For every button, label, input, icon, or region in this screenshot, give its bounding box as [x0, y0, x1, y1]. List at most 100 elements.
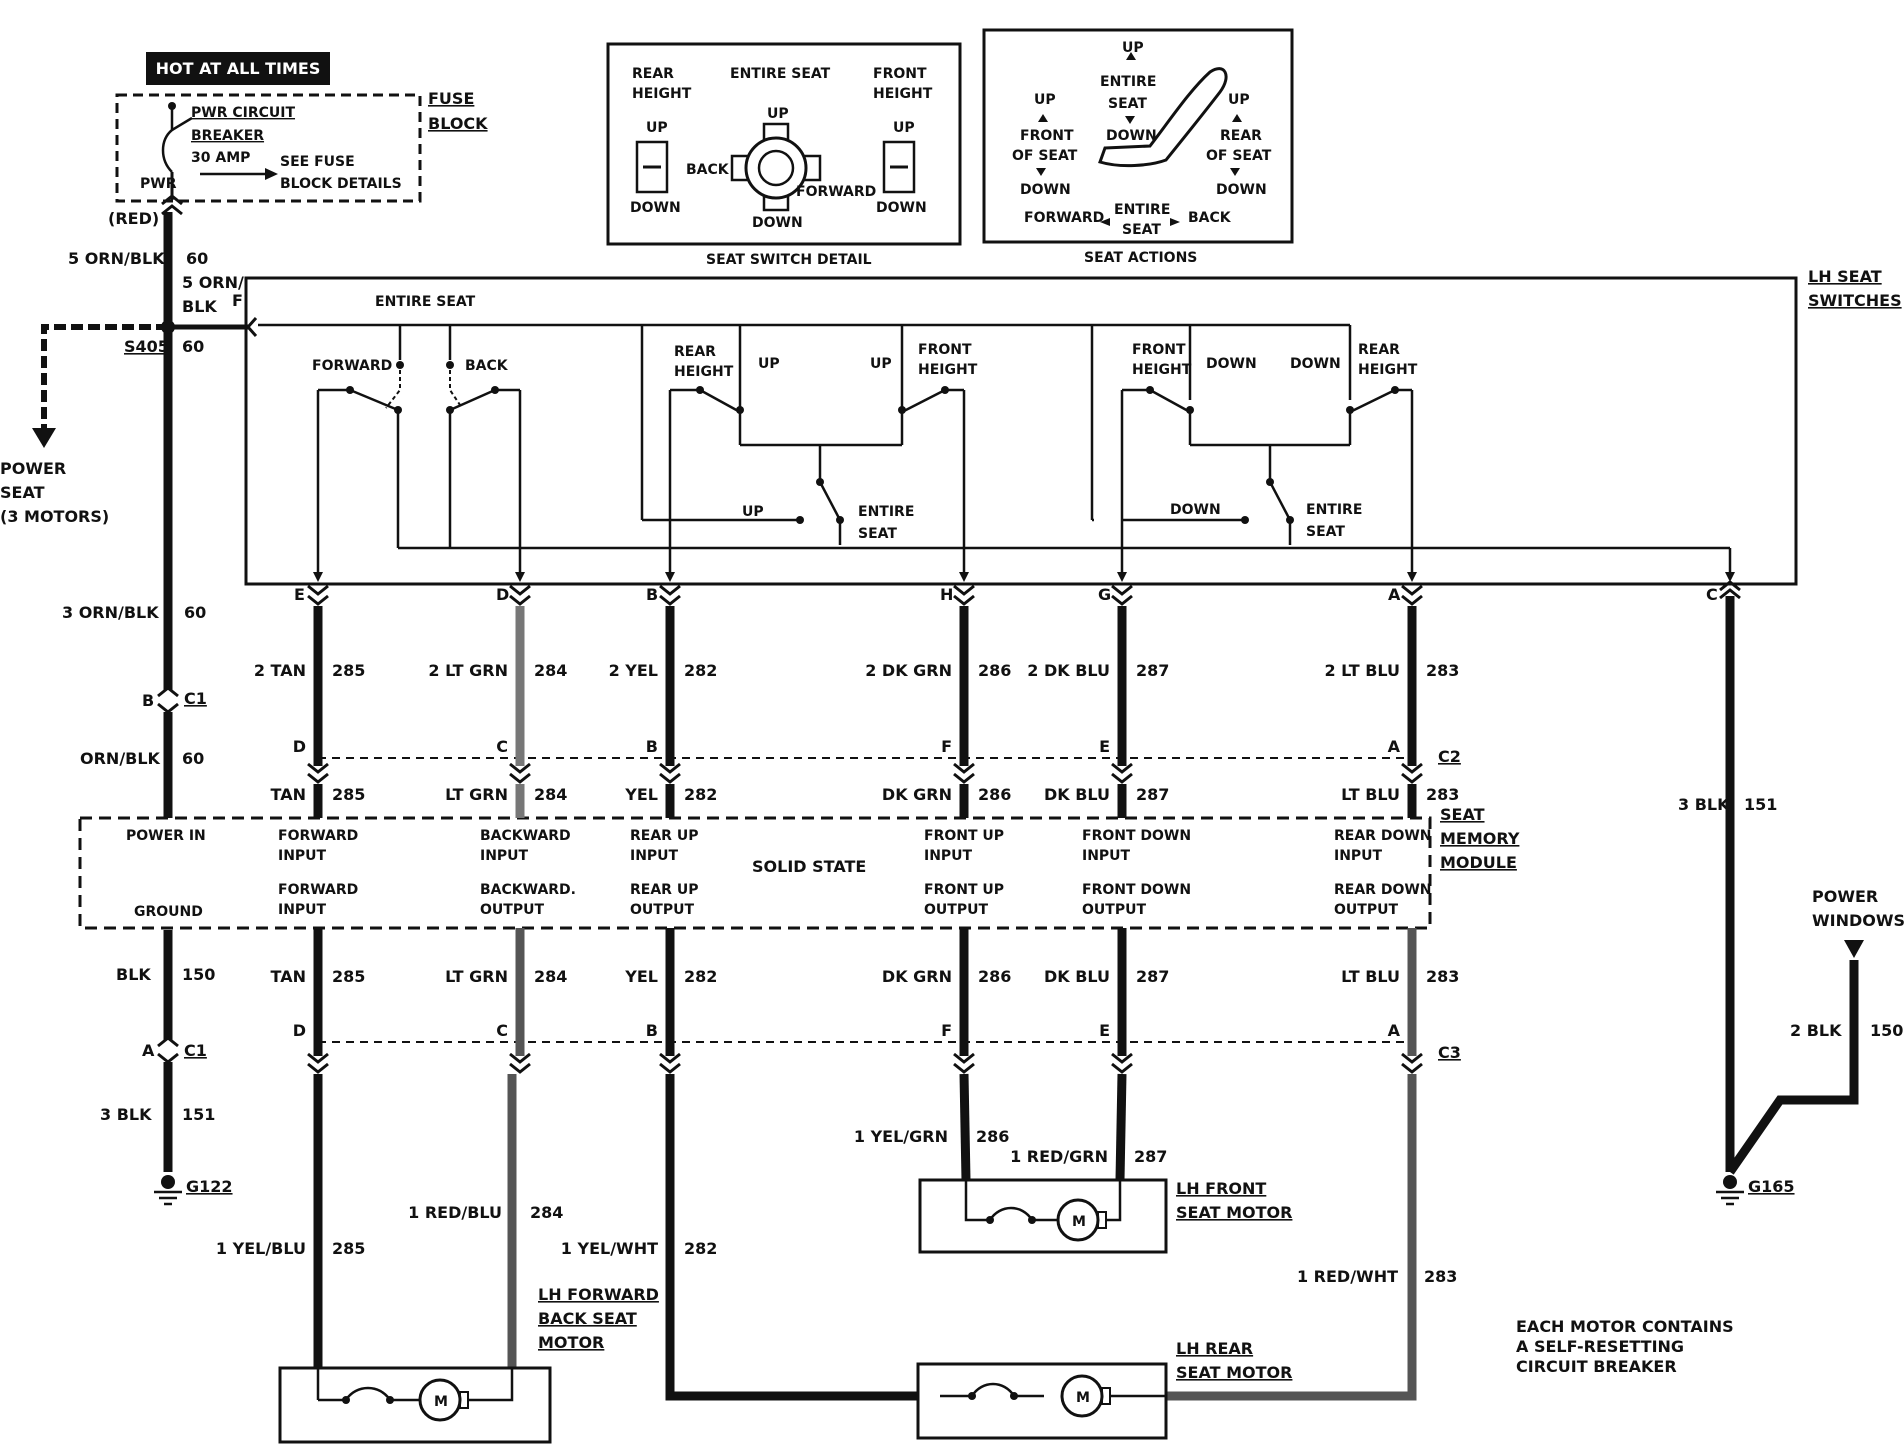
switch-connector-2-top [659, 584, 681, 596]
motor-wire-circuit-2: 282 [684, 1239, 717, 1258]
breaker-amp: 30 AMP [191, 150, 250, 166]
ssd-entire-seat: ENTIRE SEAT [730, 66, 831, 82]
motor-fb-1: LH FORWARD [538, 1285, 659, 1304]
power-windows-arrow [1844, 940, 1864, 958]
switch-connector-0-top [307, 584, 329, 596]
c3-pin-3: F [941, 1021, 952, 1040]
breaker-label-1: PWR CIRCUIT [191, 105, 295, 121]
motor-fb-2: BACK SEAT [538, 1309, 637, 1328]
switch-pin-e: E [294, 585, 305, 604]
c3-connector-3-top [953, 1052, 975, 1064]
module-top-label-5-1: INPUT [1334, 848, 1383, 864]
c2-connector-5-bottom [1401, 772, 1423, 784]
motor-wire-circuit-3: 286 [976, 1127, 1009, 1146]
module-power-in: POWER IN [126, 828, 206, 844]
ground-g165-icon [1716, 1190, 1744, 1206]
circuit-151: 151 [182, 1105, 215, 1124]
fuse-block-title-2: BLOCK [428, 114, 488, 133]
ssd-rear-rocker [635, 140, 669, 194]
sa-entire-1: ENTIRE [1114, 202, 1170, 218]
module-bottom-label-3-0: FRONT UP [924, 882, 1004, 898]
sw-entire-2: SEAT [858, 526, 897, 542]
sw-rear-height-b1: REAR [1358, 342, 1400, 358]
sa-front-1: FRONT [1020, 128, 1074, 144]
c2-connector-0-bottom [307, 772, 329, 784]
module-wire-color-bottom-1: LT GRN [445, 967, 508, 986]
ssd-back: BACK [686, 162, 730, 178]
switch-wire-circuit-3: 286 [978, 661, 1011, 680]
power-seat-2: SEAT [0, 483, 45, 502]
module-top-label-2-1: INPUT [630, 848, 679, 864]
module-ground: GROUND [134, 904, 203, 920]
switch-connector-1-top [509, 584, 531, 596]
module-top-label-3-0: FRONT UP [924, 828, 1004, 844]
switch-connector-4-top [1111, 584, 1133, 596]
note-line-2: A SELF-RESETTING [1516, 1337, 1684, 1356]
ground-g122-icon [154, 1190, 182, 1206]
module-top-label-1-0: BACKWARD [480, 828, 571, 844]
wire-orn-blk: ORN/BLK [80, 749, 161, 768]
wire-5-orn-blk: 5 ORN/BLK [68, 249, 165, 268]
lh-rear-seat-motor: M LH REAR SEAT MOTOR [916, 1339, 1292, 1440]
motor-wire-color-5: 1 RED/WHT [1297, 1267, 1398, 1286]
module-wire-color-top-0: TAN [271, 785, 306, 804]
switch-wire-circuit-2: 282 [684, 661, 717, 680]
motor-wire-283 [1166, 1074, 1417, 1401]
motor-note: EACH MOTOR CONTAINS A SELF-RESETTING CIR… [1516, 1317, 1734, 1376]
wire-5-orn-blk-b1: 5 ORN/ [182, 273, 244, 292]
power-windows-1: POWER [1812, 887, 1878, 906]
module-title-2: MEMORY [1440, 829, 1520, 848]
sa-front-2: OF SEAT [1012, 148, 1078, 164]
sa-center-up: UP [1122, 40, 1144, 56]
sa-center-seat: SEAT [1108, 96, 1147, 112]
c2-pin-5: A [1388, 737, 1401, 756]
sw-front-height-b2: HEIGHT [1132, 362, 1192, 378]
sa-center-down: DOWN [1106, 128, 1157, 144]
module-wire-color-bottom-3: DK GRN [882, 967, 952, 986]
motor-wire-circuit-0: 285 [332, 1239, 365, 1258]
module-bottom-label-2-0: REAR UP [630, 882, 698, 898]
motor-m-1: M [434, 1394, 448, 1410]
c3-connector-4-top [1111, 1052, 1133, 1064]
module-top-label-0-0: FORWARD [278, 828, 358, 844]
see-fuse-block-1: SEE FUSE [280, 154, 355, 170]
c2-connector-4-bottom [1111, 772, 1133, 784]
power-seat-1: POWER [0, 459, 66, 478]
switch-wire-color-3: 2 DK GRN [865, 661, 952, 680]
module-top-label-1-1: INPUT [480, 848, 529, 864]
circuit-breaker-symbol [161, 106, 174, 173]
module-wire-circuit-top-1: 284 [534, 785, 567, 804]
splice-s405-label: S405 [124, 337, 169, 356]
module-wire-circuit-bottom-1: 284 [534, 967, 567, 986]
c3-pin-1: C [496, 1021, 508, 1040]
c2-pin-1: C [496, 737, 508, 756]
c2-connector-1-bottom [509, 772, 531, 784]
switch-pin-f: F [232, 291, 243, 310]
ssd-front-down: DOWN [876, 200, 927, 216]
sa-forward: FORWARD [1024, 210, 1104, 226]
power-seat-arrow [32, 428, 56, 448]
wire-blk: BLK [116, 965, 151, 984]
c1-label-top: C1 [184, 689, 207, 708]
module-wire-color-top-4: DK BLU [1044, 785, 1110, 804]
switch-wire-color-4: 2 DK BLU [1027, 661, 1110, 680]
switch-pin-b: B [646, 585, 658, 604]
switch-pin-c: C [1706, 585, 1718, 604]
sw-rear-height-2: HEIGHT [674, 364, 734, 380]
module-solid-state: SOLID STATE [752, 857, 866, 876]
hot-at-all-times-banner [146, 52, 330, 85]
circuit-150-right: 150 [1870, 1021, 1903, 1040]
wire-layer [307, 584, 1423, 1401]
module-wire-color-top-3: DK GRN [882, 785, 952, 804]
module-top-label-3-1: INPUT [924, 848, 973, 864]
sw-front-height-2: HEIGHT [918, 362, 978, 378]
module-wire-circuit-top-0: 285 [332, 785, 365, 804]
ssd-rear-up: UP [646, 120, 668, 136]
switch-wire-color-1: 2 LT GRN [428, 661, 508, 680]
module-top-label-5-0: REAR DOWN [1334, 828, 1432, 844]
lh-front-seat-motor: M LH FRONT SEAT MOTOR [918, 1178, 1292, 1254]
sw-back: BACK [465, 358, 509, 374]
ssd-front-rocker [882, 140, 916, 194]
